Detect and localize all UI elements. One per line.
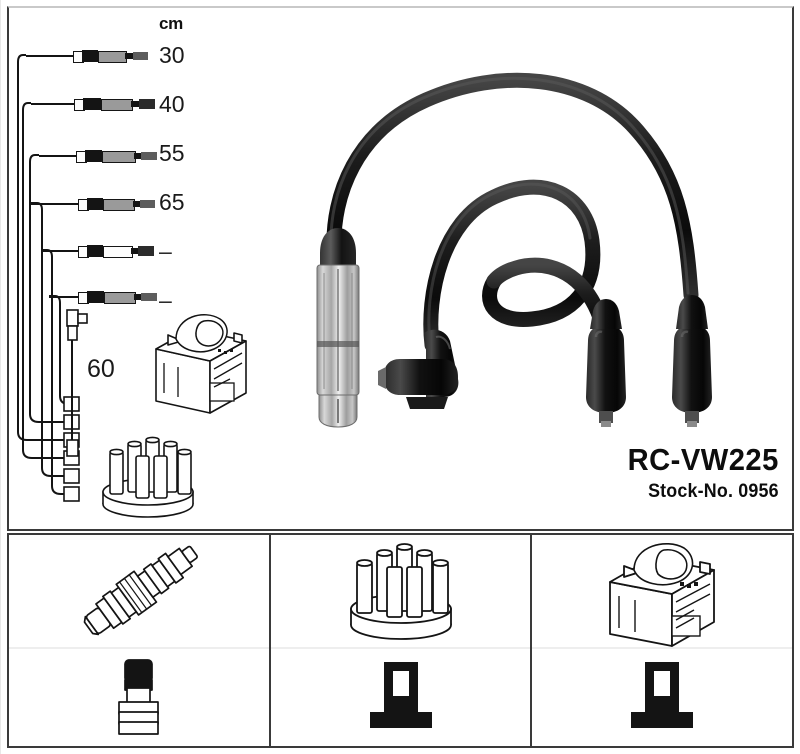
schematic-cable-2 xyxy=(31,96,155,112)
length-row-3: 55 xyxy=(159,140,185,166)
schematic-cable-6 xyxy=(49,289,167,305)
length-row-2: 40 xyxy=(159,91,185,117)
bottom-cell-bottom xyxy=(532,649,792,746)
schematic-cable-5 xyxy=(41,243,161,259)
bottom-cell-top xyxy=(270,535,531,649)
length-row-6: – xyxy=(159,287,172,313)
schematic-cable-1 xyxy=(26,48,148,64)
application-icons-region xyxy=(7,533,794,748)
length-row-4: 65 xyxy=(159,189,185,215)
length-row-1: 30 xyxy=(159,42,185,68)
spark-plug-icon xyxy=(83,546,198,636)
top-region-border xyxy=(7,6,794,531)
bottom-panel-distributor-cap xyxy=(270,535,533,746)
distributor-cap-drawing xyxy=(102,436,194,518)
bottom-cell-top xyxy=(532,535,793,649)
extra-length-label: 60 xyxy=(87,355,115,383)
ignition-coil-icon xyxy=(608,543,715,647)
distributor-cap-icon xyxy=(349,542,452,640)
schematic-cable-3 xyxy=(39,148,161,164)
title-block: RC-VW225 Stock-No. 0956 xyxy=(618,443,779,504)
bottom-panel-spark-plug xyxy=(9,535,271,746)
spark-plug-boot-right xyxy=(672,295,712,427)
wiring-harness-schematic xyxy=(17,54,88,502)
bottom-panel-ignition-coil xyxy=(532,535,793,746)
shielded-metal-connector xyxy=(316,228,360,428)
spark-plug-connector-boot-icon xyxy=(117,659,159,736)
stock-number: Stock-No. 0956 xyxy=(648,481,779,502)
bottom-cell-bottom xyxy=(271,649,531,746)
length-unit-header: cm xyxy=(159,14,183,33)
length-table: cm 30 40 55 65 – – xyxy=(159,14,215,334)
ignition-coil-drawing xyxy=(155,314,247,414)
spark-plug-boot-middle xyxy=(586,299,626,427)
schematic-cable-4 xyxy=(31,196,155,212)
distributor-terminal-icon xyxy=(369,662,432,729)
bottom-cell-bottom xyxy=(9,649,269,746)
ignition-cable-set-photo xyxy=(316,72,712,428)
length-row-5: – xyxy=(159,238,172,264)
sixty-cm-cable xyxy=(66,309,88,457)
angled-coil-boot xyxy=(378,329,459,409)
top-diagram-region: cm 30 40 55 65 – – xyxy=(1,0,800,532)
coil-terminal-icon xyxy=(631,662,694,729)
product-code: RC-VW225 xyxy=(627,442,779,477)
bottom-cell-top xyxy=(9,535,269,649)
